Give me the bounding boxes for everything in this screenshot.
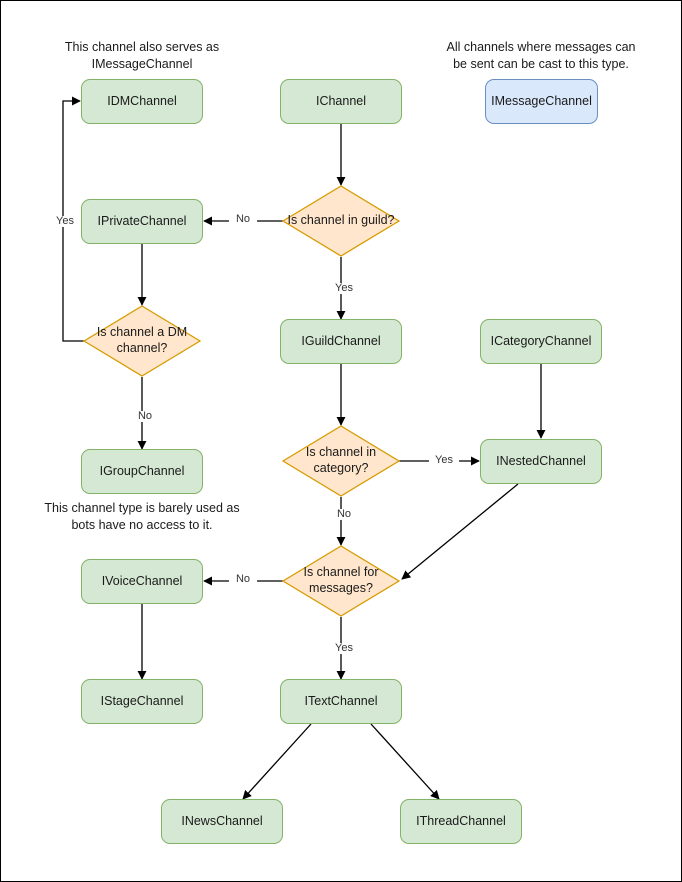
- node-igroupchannel[interactable]: IGroupChannel: [81, 449, 203, 494]
- node-label: IStageChannel: [100, 693, 184, 708]
- node-label: IMessageChannel: [491, 93, 592, 108]
- note-group-channel: This channel type is barely used as bots…: [44, 501, 240, 532]
- node-label: IVoiceChannel: [101, 573, 183, 588]
- node-ivoicechannel[interactable]: IVoiceChannel: [81, 559, 203, 604]
- edge-label-category-yes: Yes: [429, 455, 459, 466]
- node-itextchannel[interactable]: ITextChannel: [280, 679, 402, 724]
- edge-label-guild-no: No: [229, 214, 257, 225]
- node-q-channel-in-guild[interactable]: Is channel in guild?: [282, 185, 400, 257]
- node-imessagechannel[interactable]: IMessageChannel: [485, 79, 598, 124]
- node-q-channel-for-messages[interactable]: Is channel for messages?: [282, 545, 400, 617]
- edge-label-guild-yes: Yes: [329, 283, 359, 294]
- node-label: IChannel: [315, 93, 367, 108]
- node-inestedchannel[interactable]: INestedChannel: [480, 439, 602, 484]
- node-q-channel-is-dm[interactable]: Is channel a DM channel?: [83, 305, 201, 377]
- edge-label-category-no: No: [330, 509, 358, 520]
- edge-label-dm-no: No: [131, 411, 159, 422]
- diamond-shape: [282, 545, 400, 617]
- node-idmchannel[interactable]: IDMChannel: [81, 79, 203, 124]
- diamond-shape: [83, 305, 201, 377]
- node-label: IGroupChannel: [99, 463, 185, 478]
- node-label: IThreadChannel: [416, 813, 506, 828]
- node-label: INewsChannel: [181, 813, 263, 828]
- edge-label-dm-yes: Yes: [50, 216, 80, 227]
- edge-inestedchannel-to-q-messages: [401, 483, 519, 580]
- diamond-shape: [282, 425, 400, 497]
- node-icategorychannel[interactable]: ICategoryChannel: [480, 319, 602, 364]
- note-dm-channel: This channel also serves as IMessageChan…: [64, 40, 220, 71]
- edge-label-messages-no: No: [229, 574, 257, 585]
- node-label: IPrivateChannel: [97, 213, 187, 228]
- node-iprivatechannel[interactable]: IPrivateChannel: [81, 199, 203, 244]
- diamond-shape: [282, 185, 400, 257]
- node-inewschannel[interactable]: INewsChannel: [161, 799, 283, 844]
- node-label: IDMChannel: [107, 93, 177, 108]
- note-message-channel: All channels where messages can be sent …: [446, 40, 636, 71]
- node-label: ICategoryChannel: [490, 333, 592, 348]
- node-ithreadchannel[interactable]: IThreadChannel: [400, 799, 522, 844]
- edge-label-messages-yes: Yes: [329, 643, 359, 654]
- edge-itextchannel-to-ithreadchannel: [370, 723, 440, 800]
- node-label: ITextChannel: [304, 693, 378, 708]
- node-label: IGuildChannel: [301, 333, 381, 348]
- node-ichannel[interactable]: IChannel: [280, 79, 402, 124]
- node-label: INestedChannel: [496, 453, 586, 468]
- node-istagechannel[interactable]: IStageChannel: [81, 679, 203, 724]
- edge-itextchannel-to-inewschannel: [242, 723, 312, 800]
- node-q-channel-in-category[interactable]: Is channel in category?: [282, 425, 400, 497]
- node-iguildchannel[interactable]: IGuildChannel: [280, 319, 402, 364]
